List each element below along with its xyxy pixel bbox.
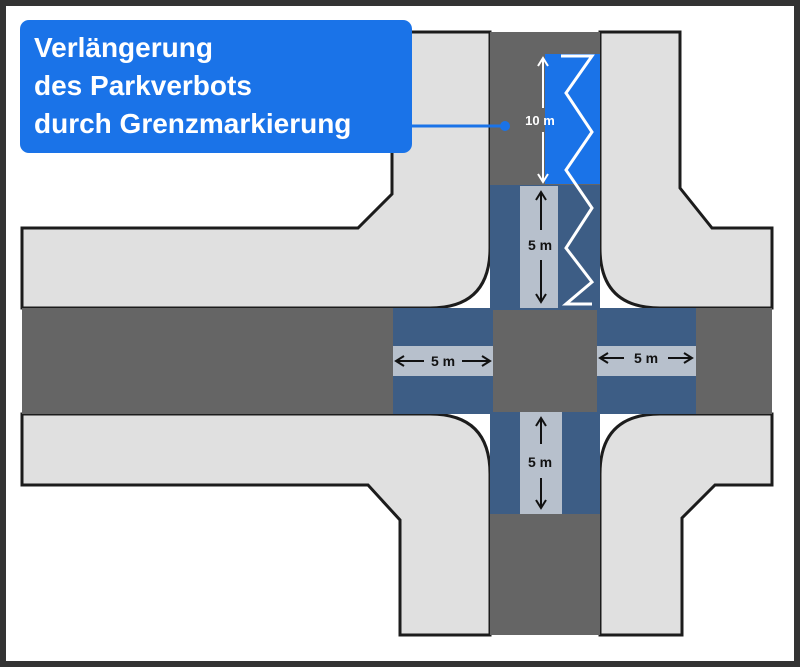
sidewalk-sw — [20, 412, 492, 637]
sidewalk-ne — [598, 30, 774, 310]
north-arrow — [535, 190, 547, 304]
sidewalk-nw — [20, 30, 492, 310]
callout-connector-dot — [500, 121, 510, 131]
east-arrow — [598, 352, 694, 364]
south-arrow — [535, 416, 547, 510]
east-measure-label: 5 m — [634, 350, 658, 366]
sidewalk-se — [598, 412, 774, 637]
callout-line-2: des Parkverbots — [34, 70, 252, 101]
zigzag-arrow — [537, 56, 549, 184]
zigzag-measure-label: 10 m — [525, 113, 555, 128]
west-arrow — [394, 355, 492, 367]
zigzag-marking — [561, 54, 595, 306]
intersection-center — [493, 310, 597, 412]
road-west — [22, 308, 402, 414]
west-measure-label: 5 m — [431, 353, 455, 369]
south-measure-label: 5 m — [528, 454, 552, 470]
sidewalks — [20, 30, 774, 637]
crosswalk-east — [597, 346, 696, 376]
north-measure-label: 5 m — [528, 237, 552, 253]
measurement-arrows — [394, 56, 694, 510]
callout-line-1: Verlängerung — [34, 32, 213, 63]
crosswalk-north — [520, 186, 558, 308]
callout-box — [20, 20, 412, 153]
callout-line-3: durch Grenzmarkierung — [34, 108, 351, 139]
